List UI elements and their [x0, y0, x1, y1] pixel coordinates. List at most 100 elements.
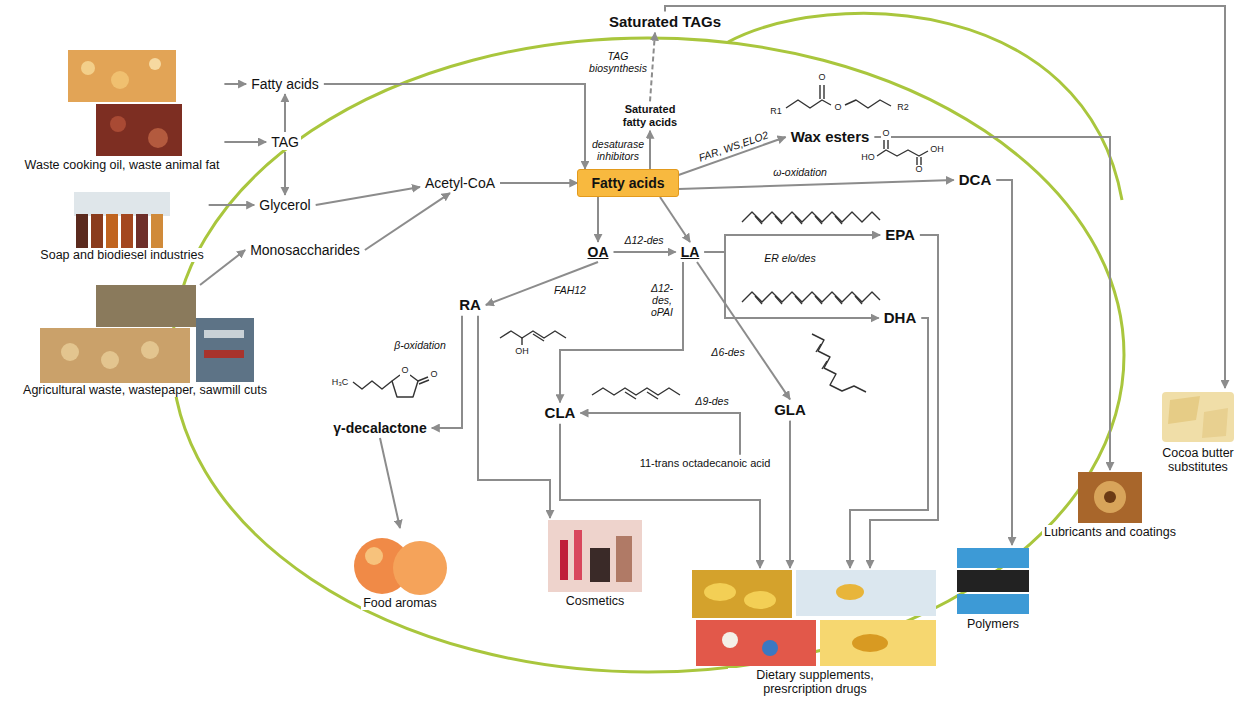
photo-part: [96, 285, 196, 327]
photo-part: [40, 328, 190, 383]
wax-ester-structure: [820, 85, 824, 99]
photo-part: [722, 632, 738, 648]
edge-label: Δ12-des, oPAI: [647, 282, 677, 318]
edge-label: desaturase inhibitors: [589, 138, 647, 162]
photo-part: [762, 640, 778, 656]
arrow-connector: [478, 316, 550, 518]
node-label: Lubricants and coatings: [1042, 525, 1178, 539]
atom-label: OH: [929, 145, 945, 155]
source-label: TAG: [266, 132, 304, 152]
node-label: Wax esters: [789, 128, 872, 145]
product-image: Dietary supplements, presrcription drugs: [690, 568, 940, 699]
photo-part: [204, 330, 244, 338]
photo-part: [820, 620, 936, 666]
waste-oil-photo: [68, 50, 182, 156]
photo-part: [590, 548, 610, 582]
arrow-connector: [284, 152, 286, 195]
node-label: Food aromas: [361, 596, 439, 610]
node-label: Saturated TAGs: [607, 13, 723, 30]
photo-part: [91, 214, 103, 248]
cell-bud: [728, 13, 1122, 200]
atom-label: R1: [769, 107, 783, 117]
photo-part: [204, 350, 244, 358]
node-label: Fatty acids: [589, 175, 666, 191]
photo-part: [836, 584, 864, 600]
edge-label: Δ12-des: [623, 234, 664, 246]
cocoa-butter-photo: [1162, 392, 1234, 442]
photo-part: [548, 520, 642, 592]
photo-part: [692, 570, 792, 618]
product-image: Food aromas: [358, 528, 442, 612]
node-label: γ-decalactone: [331, 420, 428, 436]
ra-structure: [522, 334, 544, 345]
arrow-connector: [209, 204, 255, 206]
photo-part: [560, 540, 568, 580]
node-label: Cocoa butter substitutes: [1151, 446, 1245, 475]
photo-part: [696, 620, 816, 666]
source-label: Monosaccharides: [245, 240, 365, 260]
arrow-connector: [560, 424, 760, 568]
atom-label: O: [400, 366, 409, 376]
node-label: Cosmetics: [548, 594, 642, 608]
compound-label: LA: [676, 242, 705, 262]
photo-part: [96, 104, 182, 156]
photo-part: [1168, 396, 1200, 424]
product-image: Polymers: [955, 545, 1031, 633]
arrow-connector: [697, 262, 790, 399]
photo-part: [957, 548, 1029, 568]
node-label: GLA: [772, 401, 808, 418]
compound-label: Saturated fatty acids: [613, 101, 687, 130]
process-box: Fatty acids: [577, 169, 678, 197]
arrow-connector: [597, 197, 599, 242]
cell-outline: [172, 38, 1124, 672]
lubricants-photo: [1078, 472, 1142, 523]
photo-part: [957, 570, 1029, 592]
arrow-connector: [649, 131, 651, 169]
arrow-connector: [224, 83, 246, 85]
atom-label: O: [914, 165, 923, 175]
arrow-connector: [614, 251, 676, 253]
node-label: Glycerol: [257, 197, 312, 213]
atom-label: OH: [514, 347, 530, 357]
photo-part: [148, 128, 168, 148]
compound-label: DHA: [879, 307, 922, 328]
photo-part: [136, 214, 148, 248]
photo-part: [141, 341, 159, 359]
node-label: Fatty acids: [249, 76, 321, 92]
photo-part: [76, 214, 88, 248]
photo-part: [393, 541, 447, 595]
photo-part: [574, 530, 582, 580]
atom-label: R2: [896, 103, 910, 113]
arrow-connector: [789, 421, 791, 568]
node-label: TAG: [269, 134, 301, 150]
source-image: Soap and biodiesel industries: [35, 192, 208, 264]
photo-part: [68, 50, 176, 102]
atom-label: O: [817, 73, 826, 83]
arrow-connector: [316, 187, 420, 205]
photo-part: [852, 634, 888, 652]
edge-label: TAG biosynthesis: [586, 50, 650, 74]
epa-structure: [755, 216, 842, 224]
atom-label: O: [881, 129, 890, 139]
gla-structure: [812, 334, 866, 392]
node-label: Monosaccharides: [248, 242, 362, 258]
compound-label: γ-decalactone: [328, 418, 431, 438]
lactone-structure: [353, 381, 392, 389]
photo-part: [151, 214, 163, 248]
product-image: Lubricants and coatings: [1039, 470, 1181, 541]
atom-label: HO: [860, 153, 876, 163]
photo-part: [1078, 472, 1142, 523]
arrow-connector: [679, 180, 954, 189]
arrow-connector: [580, 413, 740, 455]
wax-ester-structure: [845, 100, 891, 108]
molecules: [353, 85, 928, 399]
dca-structure: [884, 140, 921, 165]
cla-structure: [625, 392, 658, 399]
photo-part: [1104, 491, 1116, 503]
arrow-connector: [704, 252, 878, 318]
node-label: Polymers: [958, 617, 1028, 631]
arrow-connector: [324, 84, 585, 169]
lactone-structure: [392, 375, 418, 397]
photo-part: [111, 71, 129, 89]
photo-part: [81, 61, 95, 75]
